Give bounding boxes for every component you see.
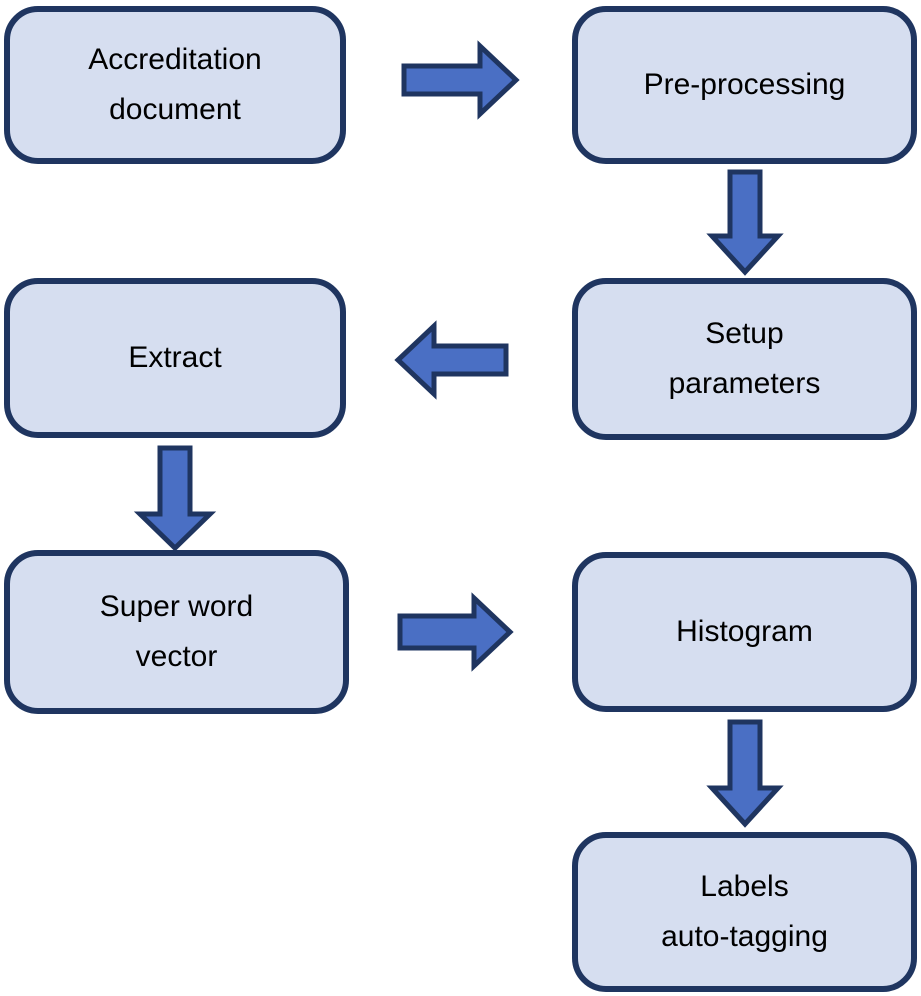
node-accreditation-document: Accreditation document (4, 6, 346, 164)
node-pre-processing: Pre-processing (572, 6, 917, 164)
node-labels-auto-tagging: Labels auto-tagging (572, 832, 917, 992)
arrow-right-icon (401, 40, 520, 120)
node-label: Labels auto-tagging (661, 870, 828, 953)
node-setup-parameters: Setup parameters (572, 278, 917, 440)
node-label: Histogram (676, 615, 813, 648)
node-label: Setup parameters (668, 317, 821, 400)
arrow-right-icon (397, 592, 514, 672)
node-extract: Extract (4, 278, 346, 438)
node-label: Pre-processing (643, 68, 846, 101)
node-label: Accreditation document (88, 43, 262, 126)
arrow-down-icon (706, 719, 784, 828)
node-label: Super word vector (99, 590, 254, 673)
arrow-left-icon (394, 320, 509, 400)
arrow-down-icon (706, 169, 784, 276)
arrow-down-icon (133, 445, 217, 552)
node-label: Extract (128, 341, 222, 374)
node-histogram: Histogram (572, 552, 917, 712)
node-super-word-vector: Super word vector (4, 550, 349, 714)
